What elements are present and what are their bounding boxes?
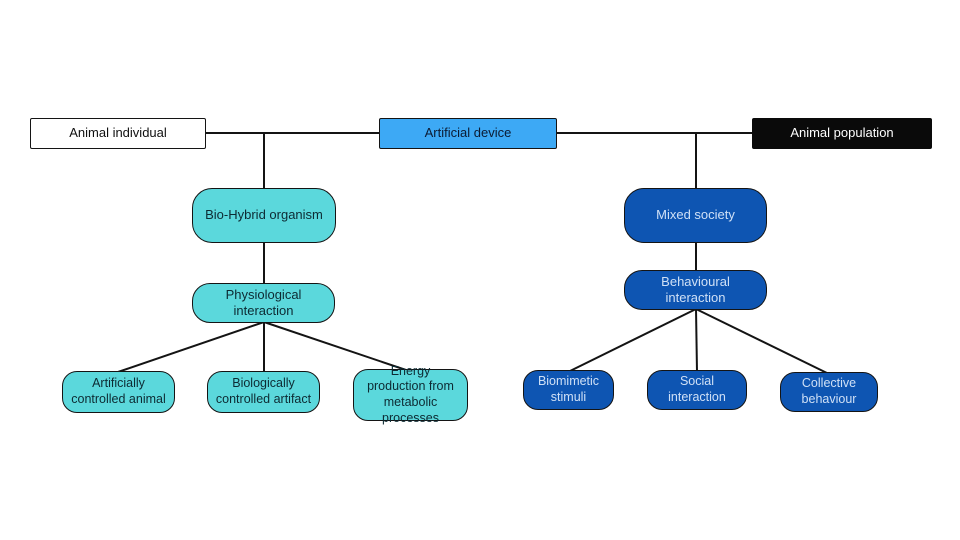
connector-behavioural-leaf2 bbox=[695, 308, 698, 373]
node-bio-hybrid-organism: Bio-Hybrid organism bbox=[192, 188, 336, 243]
node-artificially-controlled-animal: Artificially controlled animal bbox=[62, 371, 175, 413]
node-energy-production: Energy production from metabolic process… bbox=[353, 364, 468, 425]
connector-physiological-leaf1 bbox=[117, 321, 265, 373]
connector-behavioural-leaf3 bbox=[695, 308, 830, 375]
node-physiological-interaction: Physiological interaction bbox=[192, 283, 335, 323]
node-mixed-society: Mixed society bbox=[624, 188, 767, 243]
node-biologically-controlled-artifact: Biologically controlled artifact bbox=[207, 371, 320, 413]
node-collective-behaviour: Collective behaviour bbox=[780, 372, 878, 412]
connector-physiological-leaf3 bbox=[263, 321, 410, 372]
node-behavioural-interaction: Behavioural interaction bbox=[624, 270, 767, 310]
node-artificial-device: Artificial device bbox=[379, 118, 557, 149]
node-animal-individual: Animal individual bbox=[30, 118, 206, 149]
node-animal-population: Animal population bbox=[752, 118, 932, 149]
node-social-interaction: Social interaction bbox=[647, 370, 747, 410]
node-biomimetic-stimuli: Biomimetic stimuli bbox=[523, 370, 614, 410]
connector-behavioural-leaf1 bbox=[567, 308, 697, 373]
